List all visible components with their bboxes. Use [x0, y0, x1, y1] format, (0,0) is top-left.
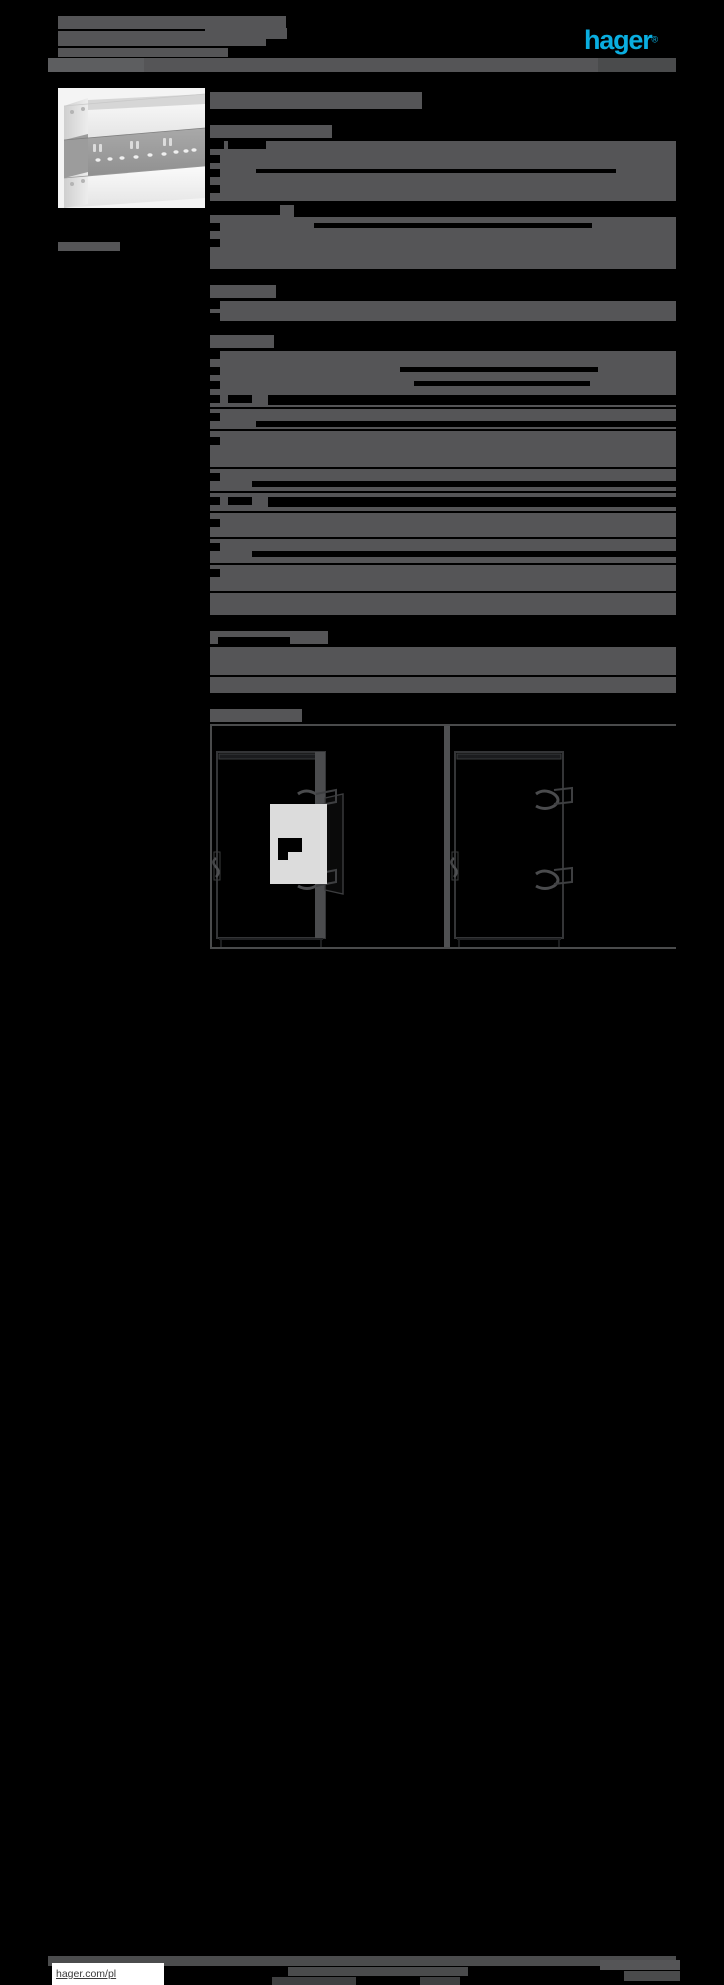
- hager-logo: hager®: [584, 25, 676, 55]
- section-panel-2: [210, 205, 676, 271]
- section-heading-drawings: [210, 709, 302, 722]
- cross-section-left-svg: [212, 726, 444, 947]
- trunking-photo-svg: [58, 88, 205, 208]
- main-content: [210, 88, 676, 725]
- product-caption: [58, 242, 120, 251]
- page-header: hager®: [0, 0, 724, 78]
- header-subtitle-small: [205, 18, 243, 26]
- registered-mark-icon: ®: [651, 34, 659, 45]
- section-heading-4: [210, 335, 274, 348]
- header-tab-highlight: [48, 58, 144, 72]
- footer-center-text: [288, 1967, 468, 1976]
- page-title: [210, 92, 422, 109]
- page-footer: hager.com/pl: [0, 975, 724, 1985]
- product-image-frame: [58, 88, 205, 208]
- section-panel-4: [210, 351, 676, 617]
- section-panel-5: [210, 637, 676, 695]
- section-panel-3: [210, 301, 676, 323]
- drawing-panel-right: [450, 726, 676, 947]
- section-panel-1: [210, 141, 676, 203]
- drawings-divider: [444, 726, 450, 947]
- section-heading-3: [210, 285, 276, 298]
- drawing-panel-left: [212, 726, 444, 947]
- footer-center-text-tertiary: [420, 1977, 460, 1985]
- product-image: [58, 88, 205, 208]
- footer-center-text-secondary: [272, 1977, 356, 1985]
- cross-section-right-svg: [450, 726, 676, 947]
- header-title-line-3: [58, 48, 228, 57]
- header-band-right: [598, 58, 676, 72]
- section-heading-1: [210, 125, 332, 138]
- hager-logo-text: hager: [584, 25, 653, 55]
- footer-url-link[interactable]: hager.com/pl: [52, 1963, 164, 1985]
- footer-right-text: [600, 1960, 680, 1970]
- footer-page-number: [624, 1971, 680, 1981]
- header-subtitle: [205, 28, 287, 39]
- technical-drawings: [210, 724, 676, 949]
- header-band: [48, 58, 676, 72]
